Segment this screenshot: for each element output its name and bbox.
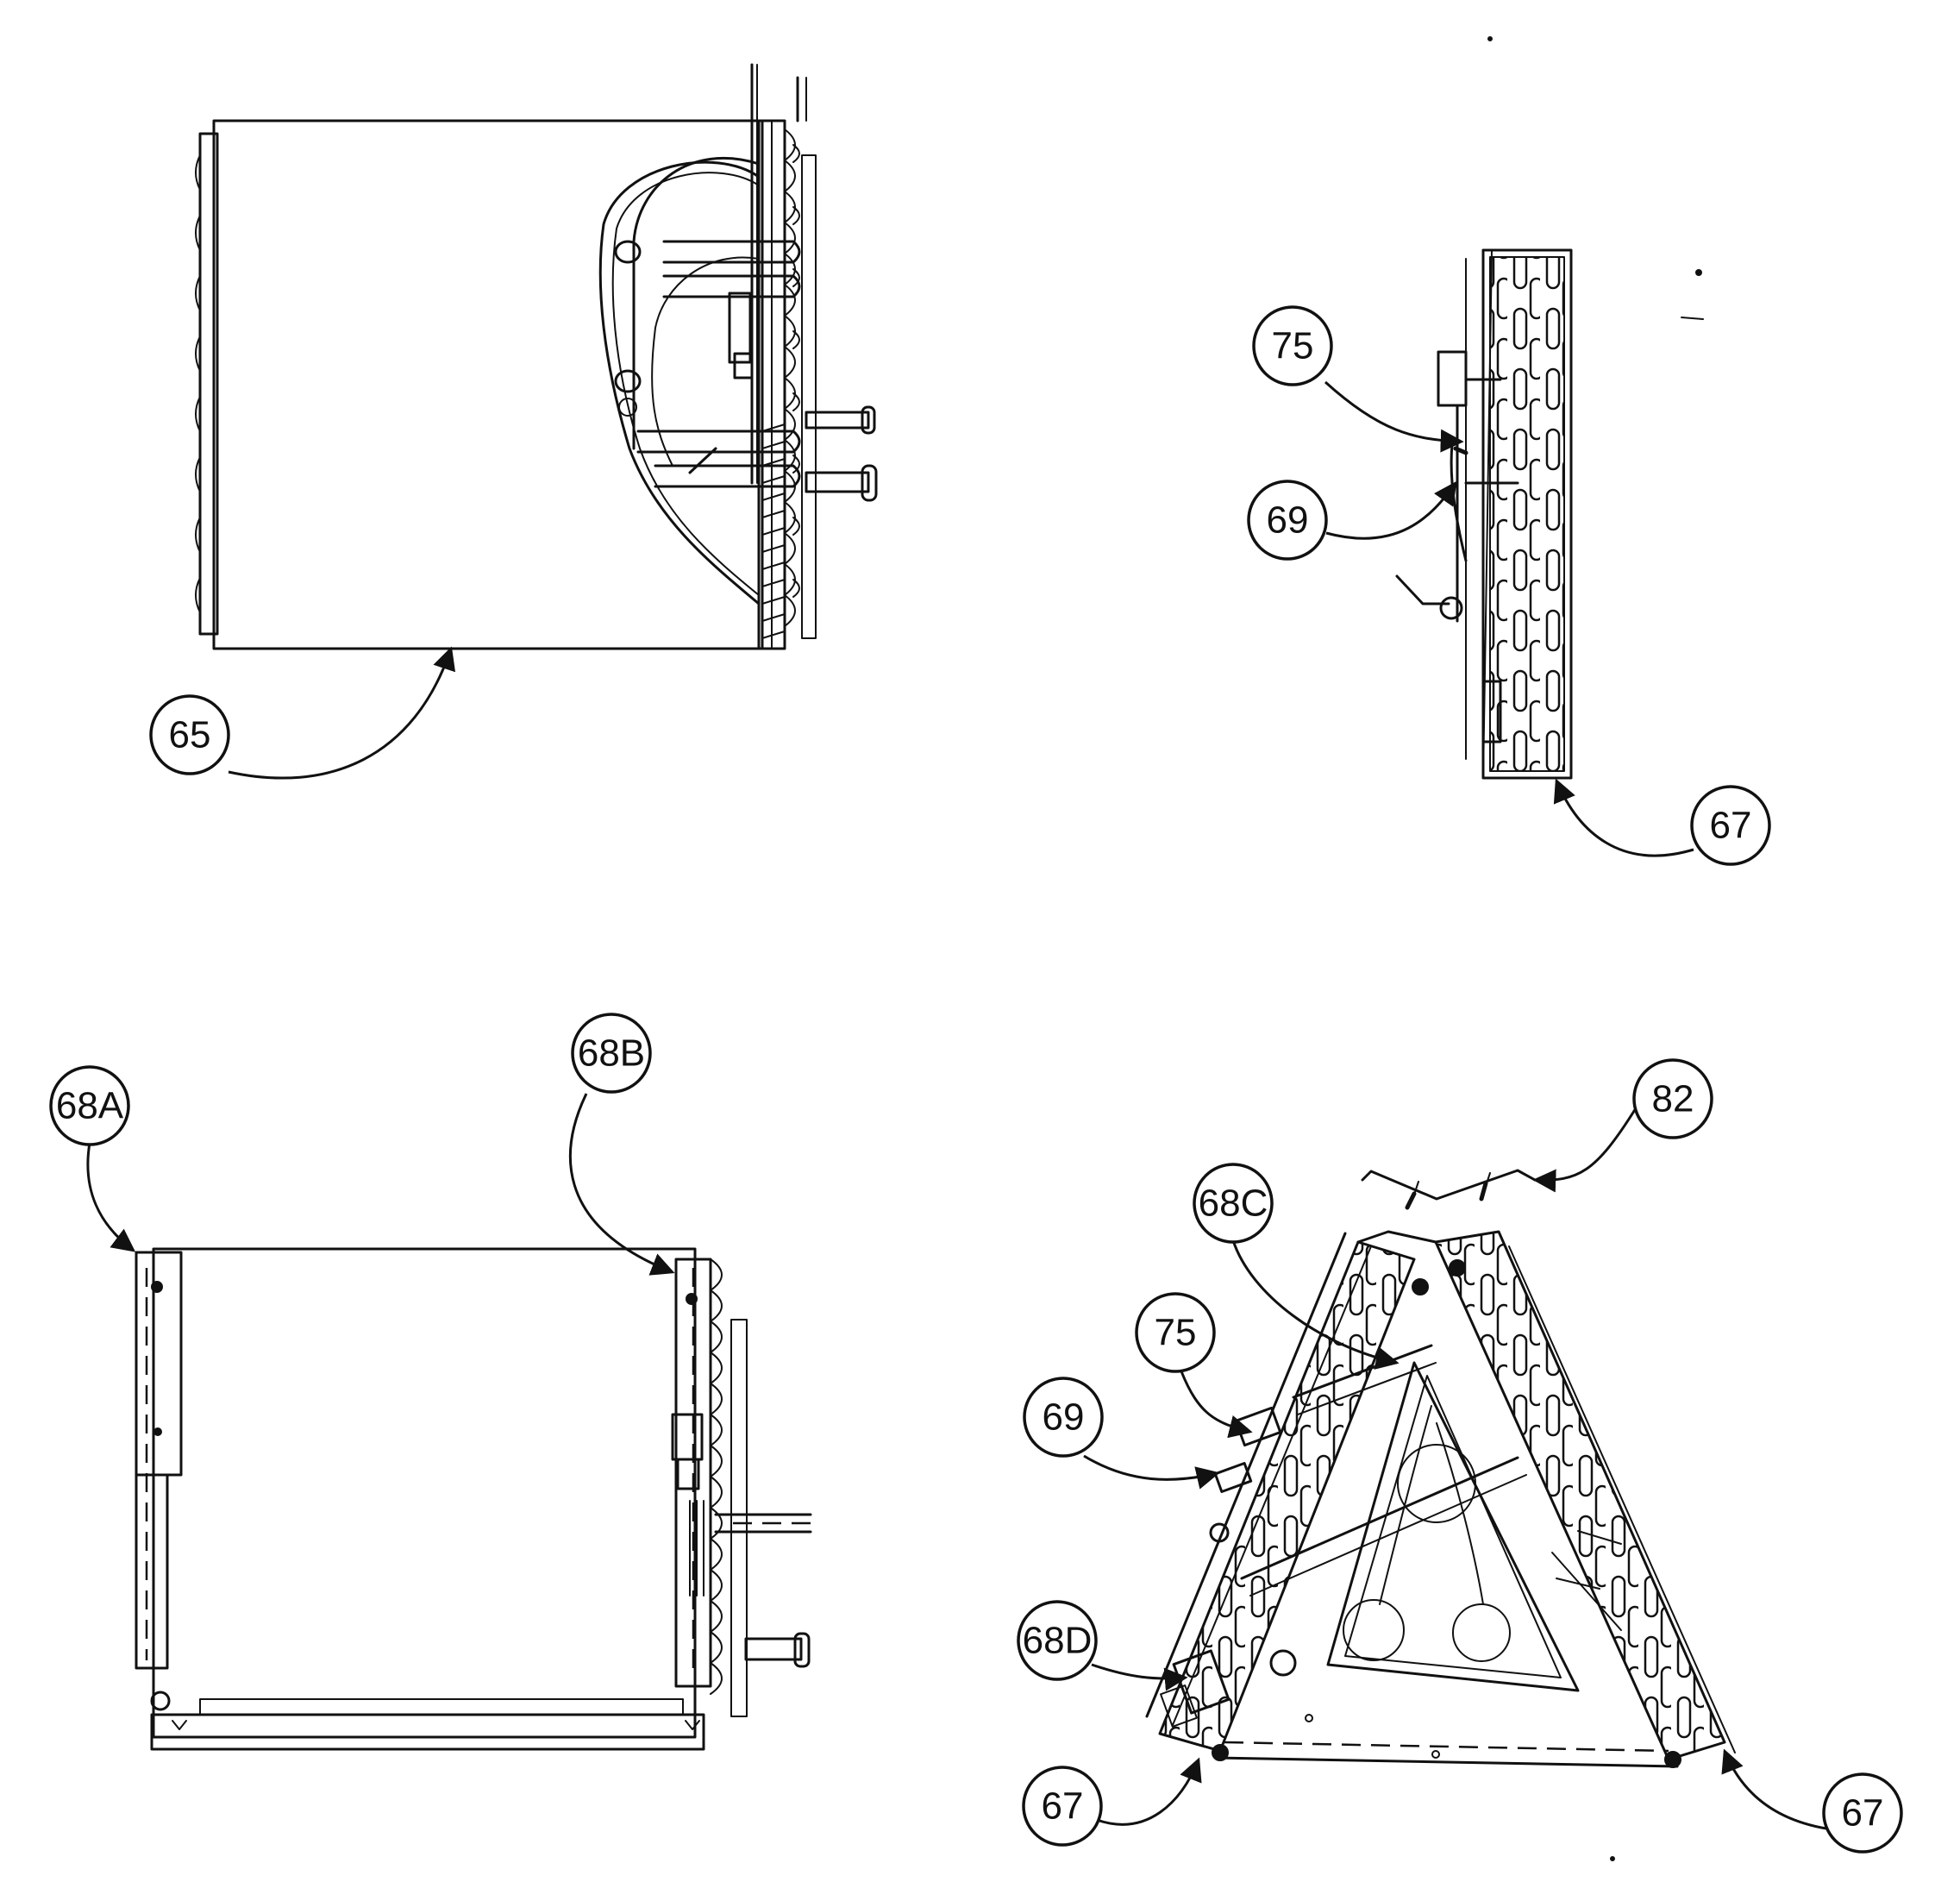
callout-68A: 68A — [49, 1065, 130, 1146]
coil-slab-side-67 — [1395, 248, 1573, 780]
leader-69-top — [1325, 480, 1457, 540]
leader-67-bottom-right — [1721, 1748, 1827, 1830]
return-bends — [784, 129, 800, 627]
callout-65-label: 65 — [169, 714, 211, 756]
leader-75-bottom — [1180, 1371, 1253, 1439]
coil-front-68 — [135, 1247, 815, 1751]
callout-69-bottom-label: 69 — [1043, 1396, 1085, 1439]
leader-82 — [1532, 1107, 1638, 1193]
callout-68D: 68D — [1017, 1600, 1098, 1681]
leader-68A — [86, 1142, 136, 1252]
callout-67-top-label: 67 — [1710, 805, 1752, 847]
callout-67-bottom-left-label: 67 — [1042, 1785, 1084, 1828]
callout-68C-label: 68C — [1199, 1183, 1268, 1225]
callout-75-top: 75 — [1252, 305, 1333, 386]
callout-68B-label: 68B — [578, 1032, 645, 1075]
callout-68D-label: 68D — [1023, 1620, 1093, 1662]
a-coil-assembly — [1145, 1230, 1736, 1768]
clip-82 — [1361, 1169, 1537, 1210]
leader-69-bottom — [1083, 1454, 1220, 1490]
scan-specks — [1487, 36, 1704, 1861]
callout-82-label: 82 — [1652, 1078, 1694, 1120]
a-coil-left-slab — [1145, 1232, 1416, 1753]
leader-68B — [568, 1093, 675, 1276]
callout-67-bottom-right-label: 67 — [1842, 1792, 1884, 1835]
callout-67-bottom-right: 67 — [1822, 1772, 1903, 1854]
callout-82: 82 — [1632, 1058, 1713, 1139]
leader-68D — [1091, 1663, 1188, 1691]
callout-67-top: 67 — [1690, 785, 1771, 866]
callout-75-bottom-label: 75 — [1155, 1312, 1197, 1354]
leader-65 — [228, 646, 456, 780]
callout-75-bottom: 75 — [1135, 1292, 1216, 1373]
callout-68C: 68C — [1193, 1163, 1274, 1244]
callout-67-bottom-left: 67 — [1022, 1766, 1103, 1847]
callout-69-top: 69 — [1247, 480, 1328, 561]
callout-68A-label: 68A — [56, 1085, 124, 1127]
leader-75-top — [1324, 380, 1464, 453]
leader-67-top — [1553, 778, 1694, 857]
callout-69-top-label: 69 — [1267, 499, 1309, 542]
leader-67-bottom-left — [1096, 1757, 1202, 1826]
callout-65: 65 — [149, 694, 230, 775]
callout-75-top-label: 75 — [1272, 325, 1314, 367]
callout-68B: 68B — [571, 1013, 652, 1094]
callout-69-bottom: 69 — [1023, 1377, 1104, 1458]
leader-68C — [1231, 1239, 1400, 1370]
coil-assembly-65 — [195, 63, 878, 650]
